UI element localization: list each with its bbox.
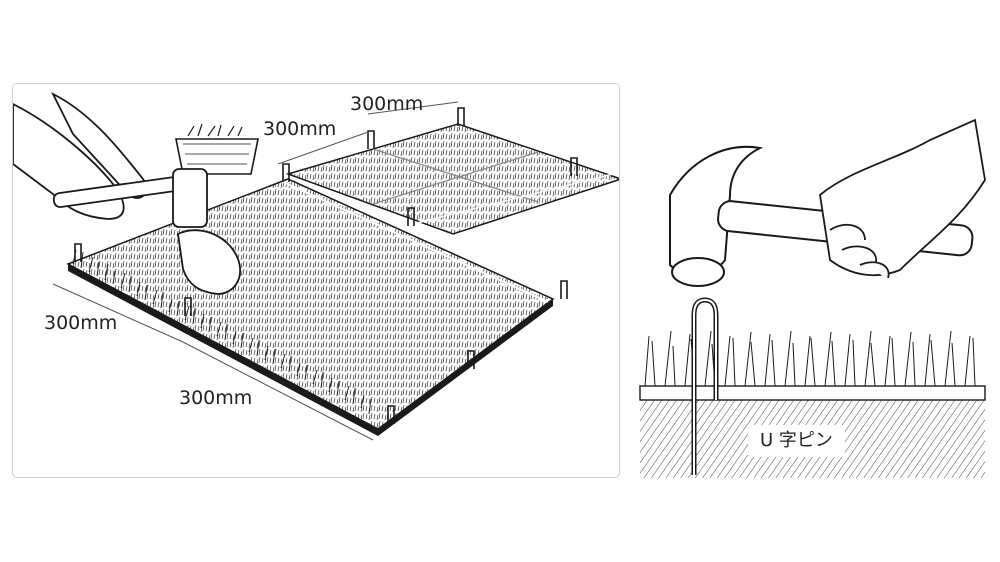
hands-with-hammer	[13, 91, 241, 295]
turf-tile-front	[66, 173, 614, 436]
turf-tiles-illustration	[13, 91, 619, 441]
u-pin-detail-panel: U 字ピン	[630, 100, 992, 480]
hand	[819, 118, 986, 279]
dimension-label-bottom-front: 300mm	[179, 387, 253, 409]
dimension-label-top-back: 300mm	[350, 93, 424, 115]
turf-tile-back-right	[285, 123, 619, 235]
u-pin-cross-section	[639, 118, 986, 478]
dimension-label-left-side: 300mm	[44, 312, 118, 334]
dimension-lines	[52, 101, 459, 441]
u-pin-markers	[74, 107, 578, 424]
installation-overview-panel: 300mm 300mm 300mm 300mm	[12, 83, 620, 478]
turf-backing	[639, 385, 986, 401]
dimension-label-top-front: 300mm	[263, 118, 337, 140]
u-pin-label: U 字ピン	[748, 425, 845, 457]
pin-basket	[175, 123, 259, 175]
